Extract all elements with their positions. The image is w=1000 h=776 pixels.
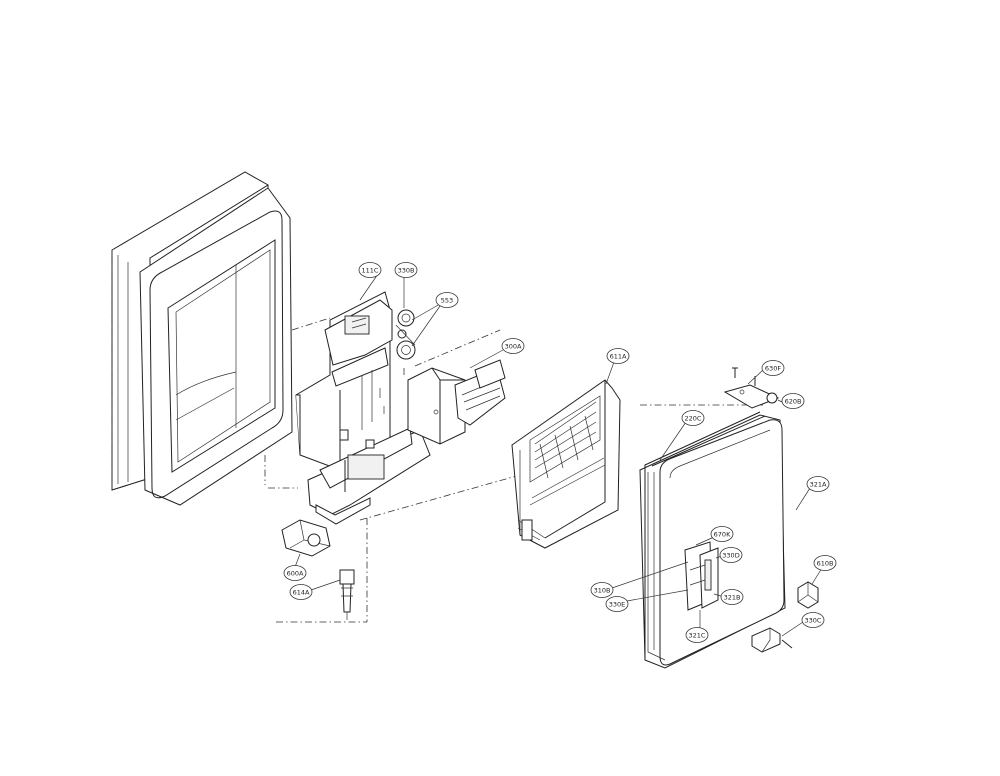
callout-c614a: 614A: [289, 584, 313, 600]
callout-label: 220C: [685, 414, 702, 422]
callout-label: 330D: [722, 551, 739, 559]
crusher-module: [407, 359, 506, 445]
end-cap: [797, 581, 819, 609]
callout-label: 310B: [594, 586, 611, 594]
callout-c610b: 610B: [813, 555, 837, 571]
cover-plate: [511, 379, 621, 549]
callout-c330c: 330C: [801, 612, 825, 628]
motor-assembly: [281, 519, 331, 557]
callout-label: 553: [441, 296, 453, 304]
callout-label: 111C: [362, 266, 379, 274]
callout-label: 321A: [810, 480, 827, 488]
callout-layer: 111C 330B 553 300A 611A 630F 620B 220C 321A 670K 3…: [283, 262, 837, 643]
auger-motor: [339, 569, 355, 620]
callout-c630f: 630F: [761, 360, 785, 376]
guide-line: [414, 329, 501, 367]
callout-label: 330C: [805, 616, 822, 624]
callout-c553: 553: [435, 292, 459, 308]
callout-label: 300A: [505, 342, 522, 350]
callout-c611: 611A: [606, 348, 630, 364]
callout-label: 330E: [609, 600, 626, 608]
door-frame-panel: [111, 171, 293, 506]
callout-c330e: 330E: [605, 596, 629, 612]
callout-label: 630F: [765, 364, 781, 372]
callout-label: 321B: [724, 593, 741, 601]
hinge-part: [723, 367, 780, 409]
callout-c310: 310B: [590, 582, 614, 598]
callout-c321b: 321B: [720, 589, 744, 605]
callout-c321c: 321C: [685, 627, 709, 643]
guide-line: [291, 317, 331, 331]
callout-c330b: 330B: [394, 262, 418, 278]
callout-c321a: 321A: [806, 476, 830, 492]
gear-parts: [395, 309, 416, 360]
dispenser-housing: [295, 291, 431, 525]
handle-bracket: [684, 541, 719, 611]
callout-c300: 600A: [283, 565, 307, 581]
callout-label: 610B: [817, 559, 834, 567]
callout-label: 330B: [398, 266, 415, 274]
callout-c220c: 220C: [681, 410, 705, 426]
callout-label: 321C: [689, 631, 706, 639]
callout-label: 620B: [785, 397, 802, 405]
callout-c620b: 620B: [781, 393, 805, 409]
callout-label: 614A: [293, 588, 310, 596]
guide-line: [359, 474, 521, 521]
callout-label: 670K: [714, 530, 731, 538]
callout-c670: 670K: [710, 526, 734, 542]
inner-door-panel: [639, 411, 786, 669]
callout-label: 600A: [287, 569, 304, 577]
callout-label: 611A: [610, 352, 627, 360]
callout-c111: 111C: [358, 262, 382, 278]
callout-c330d: 330D: [719, 547, 743, 563]
bottom-bracket: [751, 627, 793, 653]
callout-c300a: 300A: [501, 338, 525, 354]
